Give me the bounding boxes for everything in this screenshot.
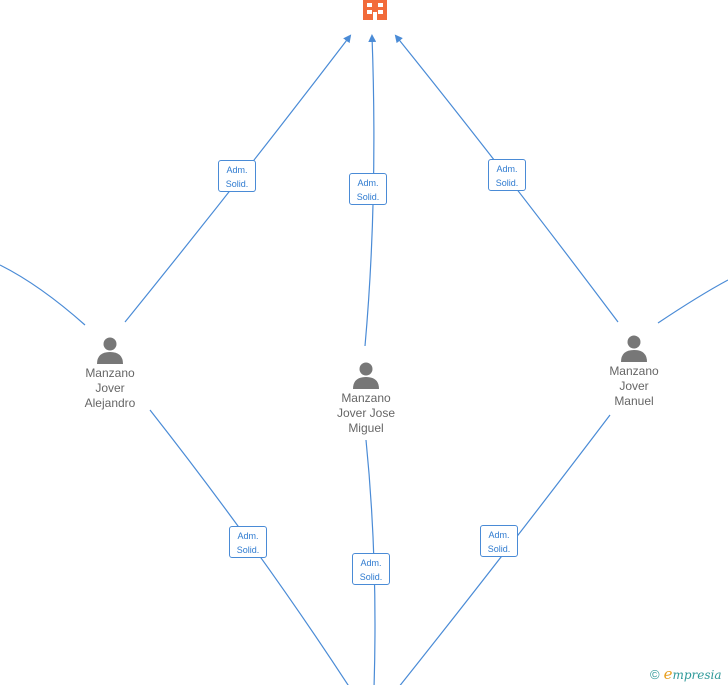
person-node-manuel[interactable]: Manzano Jover Manuel [589, 334, 679, 409]
relation-label-alejandro-down[interactable]: Adm. Solid. [229, 526, 267, 558]
relation-label-jose-miguel-down[interactable]: Adm. Solid. [352, 553, 390, 585]
brand-logo[interactable]: empresia [663, 665, 722, 683]
person-icon [353, 362, 379, 389]
footer-brand: © empresia [650, 664, 722, 684]
building-icon[interactable] [360, 0, 390, 20]
person-icon [621, 335, 647, 362]
edge-manuel-offscreen [657, 279, 728, 324]
relation-label-jose-miguel-company[interactable]: Adm. Solid. [349, 173, 387, 205]
person-name: Manzano Jover Jose Miguel [336, 391, 396, 435]
person-name: Manzano Jover Manuel [609, 364, 659, 408]
person-icon [97, 337, 123, 364]
person-name: Manzano Jover Alejandro [84, 366, 136, 410]
relation-label-manuel-down[interactable]: Adm. Solid. [480, 525, 518, 557]
person-node-alejandro[interactable]: Manzano Jover Alejandro [65, 336, 155, 411]
person-node-jose-miguel[interactable]: Manzano Jover Jose Miguel [321, 361, 411, 436]
copyright-icon: © [650, 666, 660, 682]
relation-label-alejandro-company[interactable]: Adm. Solid. [218, 160, 256, 192]
relation-label-manuel-company[interactable]: Adm. Solid. [488, 159, 526, 191]
edge-alejandro-offscreen [0, 264, 86, 326]
